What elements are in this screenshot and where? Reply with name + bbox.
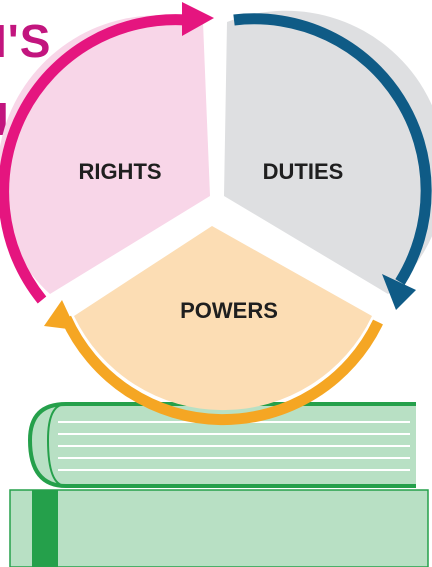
bottom-book-ribbon <box>32 490 58 567</box>
arrow-powers <box>44 300 383 426</box>
label-rights: RIGHTS <box>78 159 161 184</box>
arrow-duties <box>233 13 432 310</box>
arrow-rights-head <box>182 2 214 36</box>
segment-powers <box>74 226 372 411</box>
title-fragment-top: I'S <box>0 15 52 67</box>
label-powers: POWERS <box>180 298 278 323</box>
arrow-rights <box>0 2 214 304</box>
arrow-duties-head <box>382 274 416 310</box>
bottom-book <box>9 489 429 567</box>
segment-rights <box>0 15 210 294</box>
label-duties: DUTIES <box>263 159 344 184</box>
book-stack <box>9 402 429 567</box>
arrow-powers-head <box>44 300 76 330</box>
